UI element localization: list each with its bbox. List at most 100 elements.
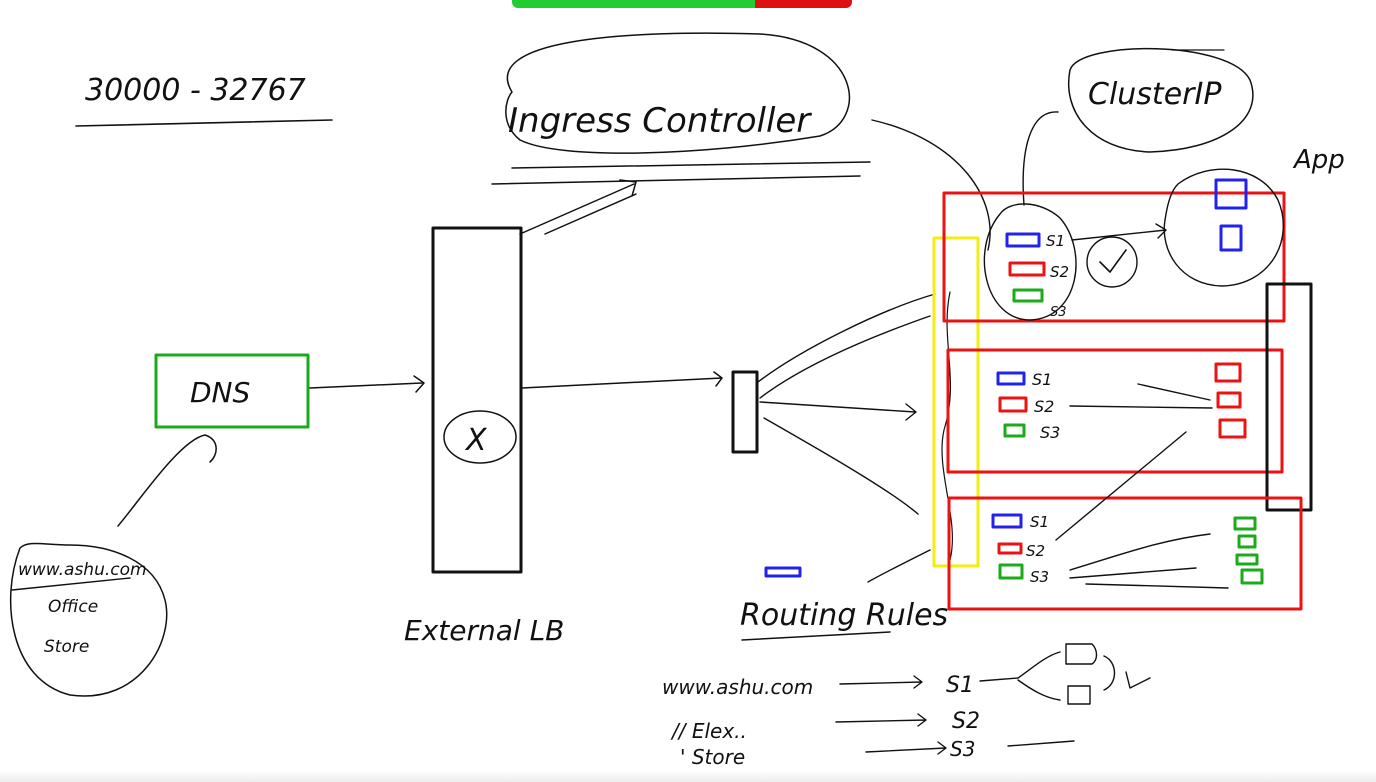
client-underline [11, 577, 131, 591]
dns-box [154, 353, 310, 429]
app-label: App [1292, 145, 1345, 175]
toolbar-green-segment[interactable] [512, 0, 756, 8]
pod-to-node1-line-a [757, 293, 936, 383]
client-line-2: Office [48, 597, 98, 617]
node2-s3: S3 [1040, 423, 1060, 442]
rule-target-2: S2 [952, 709, 980, 734]
routing-rules-underline [741, 631, 891, 641]
node3-service-green [998, 563, 1024, 580]
ingress-controller-label: Ingress Controller [508, 101, 812, 141]
client-circle [9, 542, 168, 697]
lb-to-ingress-pod-arrow [521, 371, 723, 389]
port-range-underline [75, 119, 333, 127]
lb-to-ingress-controller-arrow [519, 179, 637, 235]
client-to-dns-arrow [117, 434, 217, 527]
rule-arrow-2 [835, 713, 927, 727]
dns-label: DNS [190, 376, 250, 409]
app-pod-1 [1214, 178, 1248, 210]
toolbar-red-segment[interactable] [755, 0, 852, 8]
cluster-ip-label: ClusterIP [1088, 77, 1222, 112]
rule1-pod-1 [1065, 643, 1098, 665]
node1-s2: S2 [1050, 263, 1069, 281]
node-group-frame [1265, 282, 1313, 512]
node1-service-green [1012, 288, 1044, 303]
app-circle [1163, 168, 1284, 287]
node2-pod-1 [1214, 362, 1242, 383]
routing-rules-label: Routing Rules [740, 598, 948, 633]
routing-rules-marker [764, 566, 802, 578]
node3-link-1 [1069, 533, 1211, 571]
service-to-app-arrow [1071, 223, 1167, 241]
cluster-ip-outline [1068, 47, 1254, 153]
lb-circle [443, 410, 517, 464]
node2-s2: S2 [1034, 397, 1054, 416]
client-line-3: Store [44, 637, 89, 657]
pod-to-node3-line [763, 417, 919, 515]
rule1-pod-2 [1067, 685, 1091, 705]
rule-path-1: www.ashu.com [662, 675, 813, 699]
worker-node-2 [946, 348, 1284, 474]
recording-toolbar[interactable] [512, 0, 852, 8]
ingress-underline-2 [491, 175, 861, 185]
node1-service-red [1008, 261, 1046, 277]
dns-to-lb-arrow [309, 375, 425, 393]
node3-service-red [997, 542, 1023, 555]
ingress-pod-box [731, 370, 759, 454]
node3-pod-3 [1235, 553, 1259, 566]
check-circle [1086, 236, 1138, 288]
node1-to-ingress-arrow [871, 119, 991, 251]
external-lb-label: External LB [404, 614, 564, 647]
node2-service-green [1003, 423, 1026, 438]
rule3-tail [1007, 740, 1075, 747]
rule-arrow-1 [839, 675, 923, 689]
pod-to-node2-arrow [759, 401, 917, 421]
routing-rules-table: www.ashu.com S1 // Elex.. S2 ' Store S3 [662, 643, 1151, 769]
node1-s3: S3 [1050, 305, 1067, 320]
ingress-underline-1 [511, 161, 871, 169]
node2-service-red [998, 396, 1028, 413]
app-pod-2 [1219, 224, 1243, 252]
node3-cross-link [1055, 431, 1187, 541]
rule-path-3: ' Store [680, 745, 745, 769]
rule1-fanout [979, 651, 1061, 701]
lb-mark: X [464, 423, 488, 458]
rule1-bracket [1103, 655, 1151, 691]
rule-target-1: S1 [946, 673, 974, 698]
port-range-label: 30000 - 32767 [85, 73, 306, 108]
node3-pod-1 [1233, 516, 1257, 531]
rule-target-3: S3 [950, 737, 975, 761]
pod-to-node1-line-b [759, 315, 931, 399]
node1-services-circle [983, 203, 1077, 321]
node3-s3: S3 [1030, 568, 1049, 586]
ingress-squiggle [941, 291, 954, 561]
node3-service-blue [991, 513, 1023, 529]
rule-path-2: // Elex.. [670, 719, 747, 743]
node3-s2: S2 [1026, 542, 1045, 560]
service-to-clusterip-arrow [1022, 111, 1059, 206]
node3-s1: S1 [1030, 513, 1049, 531]
node3-pod-4 [1240, 568, 1264, 585]
node1-service-blue [1005, 232, 1041, 248]
worker-node-3 [947, 496, 1303, 611]
node1-s1: S1 [1046, 232, 1065, 250]
ingress-controller-outline [505, 32, 851, 154]
node2-service-link [1069, 405, 1213, 409]
node3-to-rules-arrow [867, 549, 931, 583]
check-icon [1099, 249, 1127, 273]
worker-node-1 [942, 191, 1286, 323]
external-lb-box [431, 226, 523, 574]
ingress-path-highlight [932, 236, 980, 568]
node3-pod-2 [1237, 534, 1257, 549]
node3-link-3 [1085, 583, 1229, 589]
client-domain: www.ashu.com [18, 560, 147, 580]
node2-pod-2 [1216, 391, 1242, 409]
node3-link-2 [1069, 567, 1197, 579]
node2-pod-3 [1218, 418, 1247, 439]
node2-pod-link [1137, 383, 1211, 401]
node2-service-blue [996, 371, 1026, 386]
canvas-bottom-edge [0, 770, 1376, 782]
node2-s1: S1 [1032, 370, 1052, 389]
rule-arrow-3 [865, 741, 947, 755]
